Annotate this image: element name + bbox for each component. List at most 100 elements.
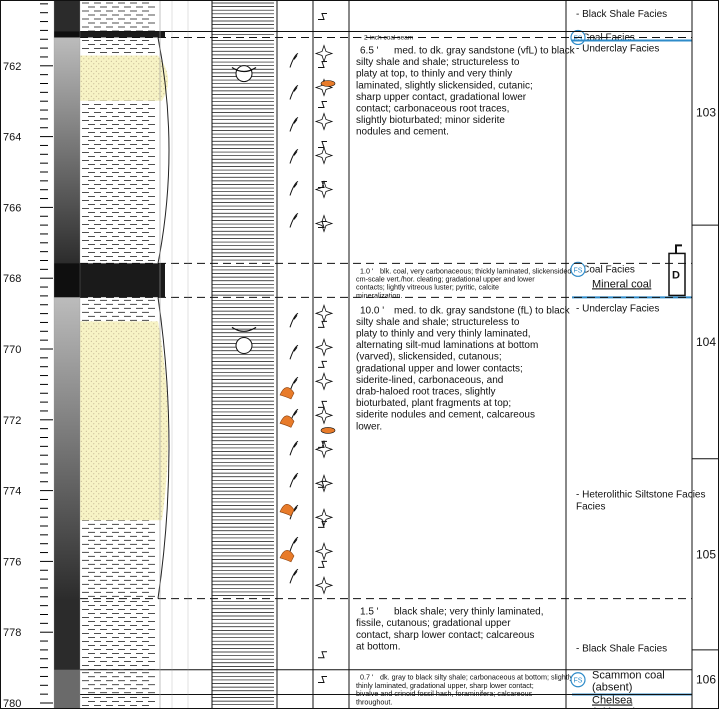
cycle-block: 105: [692, 547, 719, 651]
unit-description-line: slightly bioturbated; minor siderite: [356, 115, 505, 126]
fossil-unit: [289, 53, 299, 228]
lith-fill: [80, 0, 275, 32]
unit-description-line: mineralization.: [356, 291, 402, 300]
root-trace-icon: [289, 117, 299, 132]
depth-axis: 760762764766768770772774776778780: [3, 0, 53, 709]
description-block: 0.7 'dk. gray to black silty shale; carb…: [356, 673, 573, 707]
facies-label: - Black Shale Facies: [576, 644, 667, 655]
root-trace-icon: [289, 149, 299, 164]
unit-description-line: (varved), slickensided, cutanous;: [356, 352, 502, 363]
siderite-nodule-icon: [314, 112, 334, 131]
unit-description-line: thinly laminated, gradational upper, sha…: [356, 681, 534, 690]
burrow-icon: [318, 60, 327, 68]
unit-description-line: sharp upper contact, gradational lower: [356, 92, 527, 103]
depth-label: 780: [3, 698, 21, 709]
facies-label: Scammon coal: [592, 670, 665, 682]
accessory-column: [314, 12, 336, 684]
sand-dots: [80, 321, 169, 521]
cycle-label: 104: [696, 335, 716, 349]
root-trace-icon: [289, 472, 299, 488]
depth-label: 762: [3, 61, 21, 73]
unit-description-line: platy at top, to thinly and very thinly: [356, 69, 512, 80]
siderite-nodule-icon: [314, 542, 334, 561]
lithology-unit: [80, 31, 165, 38]
coal-fill: [80, 31, 165, 38]
depth-label: 770: [3, 344, 21, 356]
burrow-icon: [318, 180, 327, 188]
accessory-unit: [314, 44, 334, 233]
facies-label: Chelsea: [592, 695, 633, 707]
unit-description-line: fissile, cutanous; gradational upper: [356, 618, 511, 629]
accessory-unit: [318, 676, 327, 684]
unit-thickness: 1.0 ': [360, 266, 374, 275]
facies-entry: - Underclay Facies: [576, 43, 659, 54]
unit-description-line: at bottom.: [356, 641, 400, 652]
description-block: 10.0 ' med. to dk. gray sandstone (fL) to…: [356, 305, 571, 432]
siderite-nodule-icon: [314, 576, 334, 595]
structure-unit: [212, 697, 274, 706]
description-block: 1.5 ' black shale; very thinly laminated,…: [356, 607, 544, 653]
depth-label: 778: [3, 627, 21, 639]
lithology-unit: [80, 263, 165, 298]
fossil-unit: [289, 312, 299, 584]
root-trace-icon: [289, 312, 299, 328]
facies-label: - Coal Facies: [576, 264, 635, 275]
burrow-icon: [318, 140, 327, 148]
siderite-nodule-icon: [314, 338, 334, 357]
rock-color-column: [54, 0, 80, 709]
siderite-nodule-icon: [314, 406, 334, 425]
rock-color-segment: [54, 669, 80, 695]
siderite-nodule-icon: [314, 180, 334, 199]
grain-profile: [157, 297, 170, 599]
description-block: 1.0 ' blk. coal, very carbonaceous; thick…: [356, 266, 573, 300]
depth-label: 764: [3, 132, 21, 144]
cycle-label: 105: [696, 547, 716, 561]
unit-description-line: black shale; very thinly laminated,: [394, 607, 544, 618]
facies-label: (Skinner): [592, 707, 637, 709]
rock-color-segment: [54, 598, 80, 670]
siderite-nodule-icon: [314, 474, 334, 493]
siderite-nodule-icon: [314, 304, 334, 323]
coal-fill: [80, 263, 165, 298]
unit-description-line: throughout.: [356, 697, 392, 706]
depth-label: 768: [3, 273, 21, 285]
siderite-nodule-icon: [314, 508, 334, 527]
burrow-icon: [318, 480, 327, 488]
description-block: 6.5 'med. to dk. gray sandstone (vfL) to…: [356, 45, 576, 137]
unit-description-line: siderite nodules and cement, calcareous: [356, 410, 535, 421]
unit-description-line: med. to dk. gray sandstone (fL) to black: [394, 305, 571, 316]
unit-description-line: blk. coal, very carbonaceous; thickly la…: [380, 266, 573, 275]
sedimentary-structure-column: [212, 2, 274, 706]
facies-entry: - Underclay Facies: [576, 303, 659, 314]
burrow-icon: [318, 400, 327, 408]
root-trace-icon: [289, 536, 299, 552]
unit-description-line: contacts; lightly vitreous luster; pyrit…: [356, 283, 499, 292]
unit-description-line: alternating silt-mud laminations at bott…: [356, 340, 538, 351]
cycle-block: 103: [692, 106, 719, 226]
root-trace-icon: [289, 568, 299, 584]
facies-label: - Underclay Facies: [576, 43, 659, 54]
flooding-surface-label: FS: [574, 678, 583, 685]
depth-label: 776: [3, 556, 21, 568]
root-trace-icon: [289, 344, 299, 360]
unit-thickness: 1.5 ': [360, 607, 379, 618]
depth-label: 774: [3, 486, 21, 498]
structure-unit: [212, 40, 274, 261]
calcareous-icon: [318, 12, 327, 20]
burrow-icon: [318, 520, 327, 528]
facies-entry: - Black Shale Facies: [576, 9, 667, 20]
unit-description-line: contact, sharp lower contact; calcareous: [356, 630, 534, 641]
rock-color-segment: [54, 37, 80, 264]
rock-color-segment: [54, 263, 80, 298]
heterolithic-facies-label: - Heterolithic Siltstone Facies: [576, 490, 706, 501]
heterolithic-facies-label: Facies: [576, 502, 605, 513]
unit-description-line: bioturbated, plant fragments at top;: [356, 398, 511, 409]
unit-description-line: drab-haloed root traces, slightly: [356, 387, 496, 398]
flooding-surface-label: FS: [574, 35, 583, 42]
unit-thickness: 10.0 ': [360, 305, 384, 316]
structure-unit: [212, 299, 274, 596]
flag-icon: [675, 244, 682, 254]
root-trace-icon: [289, 181, 299, 196]
